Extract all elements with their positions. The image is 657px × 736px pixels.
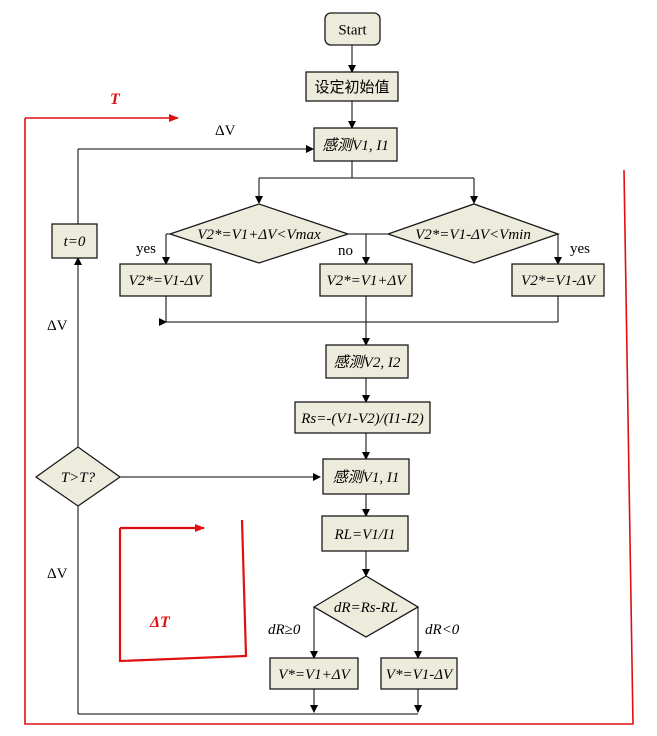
dr-neg-label: dR<0 — [425, 622, 460, 638]
sense-v2-i2-node: 感测V2, I2 — [325, 344, 409, 379]
start-node: Start — [324, 12, 381, 46]
sense-v1-i1-node-2: 感测V1, I1 — [322, 458, 410, 495]
action-decrease: V*=V1-ΔV — [380, 657, 458, 690]
svg-text:Rs=-(V1-V2)/(I1-I2): Rs=-(V1-V2)/(I1-I2) — [300, 411, 424, 427]
sense-v1-i1-node: 感测V1, I1 — [313, 127, 398, 162]
dv-top-label: ΔV — [215, 123, 236, 139]
action-right: V2*=V1-ΔV — [511, 263, 605, 297]
decision-vmax: V2*=V1+ΔV<Vmax — [167, 203, 351, 264]
dv-mid-label: ΔV — [47, 318, 68, 334]
init-node: 设定初始值 — [305, 71, 399, 102]
action-mid: V2*=V1+ΔV — [319, 263, 413, 297]
svg-text:感测V2, I2: 感测V2, I2 — [334, 354, 401, 371]
svg-text:设定初始值: 设定初始值 — [314, 79, 389, 96]
svg-text:V*=V1+ΔV: V*=V1+ΔV — [278, 667, 351, 683]
svg-text:感测V1, I1: 感测V1, I1 — [322, 137, 389, 154]
dv-low-label: ΔV — [47, 566, 68, 582]
svg-text:V2*=V1-ΔV<Vmin: V2*=V1-ΔV<Vmin — [415, 227, 531, 243]
svg-text:dR=Rs-RL: dR=Rs-RL — [334, 600, 398, 616]
svg-text:Start: Start — [338, 23, 367, 39]
no-label: no — [338, 243, 353, 259]
svg-text:V2*=V1+ΔV: V2*=V1+ΔV — [326, 273, 407, 289]
reset-timer-node: t=0 — [51, 223, 98, 259]
dT-annotation: ΔT — [149, 614, 171, 631]
dr-nonneg-label: dR≥0 — [268, 622, 301, 638]
decision-period: T>T? — [34, 446, 122, 507]
T-period-bracket — [24, 118, 634, 725]
decision-dr: dR=Rs-RL — [312, 575, 420, 638]
svg-text:V*=V1-ΔV: V*=V1-ΔV — [386, 667, 454, 683]
svg-text:t=0: t=0 — [64, 234, 86, 250]
yes-left-label: yes — [136, 241, 156, 257]
rs-node: Rs=-(V1-V2)/(I1-I2) — [294, 401, 431, 434]
svg-text:V2*=V1-ΔV: V2*=V1-ΔV — [129, 273, 205, 289]
T-annotation: T — [110, 91, 121, 108]
svg-text:感测V1, I1: 感测V1, I1 — [333, 469, 400, 486]
action-increase: V*=V1+ΔV — [269, 657, 359, 690]
svg-text:V2*=V1+ΔV<Vmax: V2*=V1+ΔV<Vmax — [197, 227, 321, 243]
svg-text:T>T?: T>T? — [61, 470, 96, 486]
yes-right-label: yes — [570, 241, 590, 257]
svg-text:RL=V1/I1: RL=V1/I1 — [334, 527, 396, 543]
action-left: V2*=V1-ΔV — [119, 263, 212, 297]
dT-bracket — [118, 519, 248, 663]
svg-text:V2*=V1-ΔV: V2*=V1-ΔV — [521, 273, 597, 289]
decision-vmin: V2*=V1-ΔV<Vmin — [385, 203, 560, 264]
rl-node: RL=V1/I1 — [321, 515, 409, 552]
